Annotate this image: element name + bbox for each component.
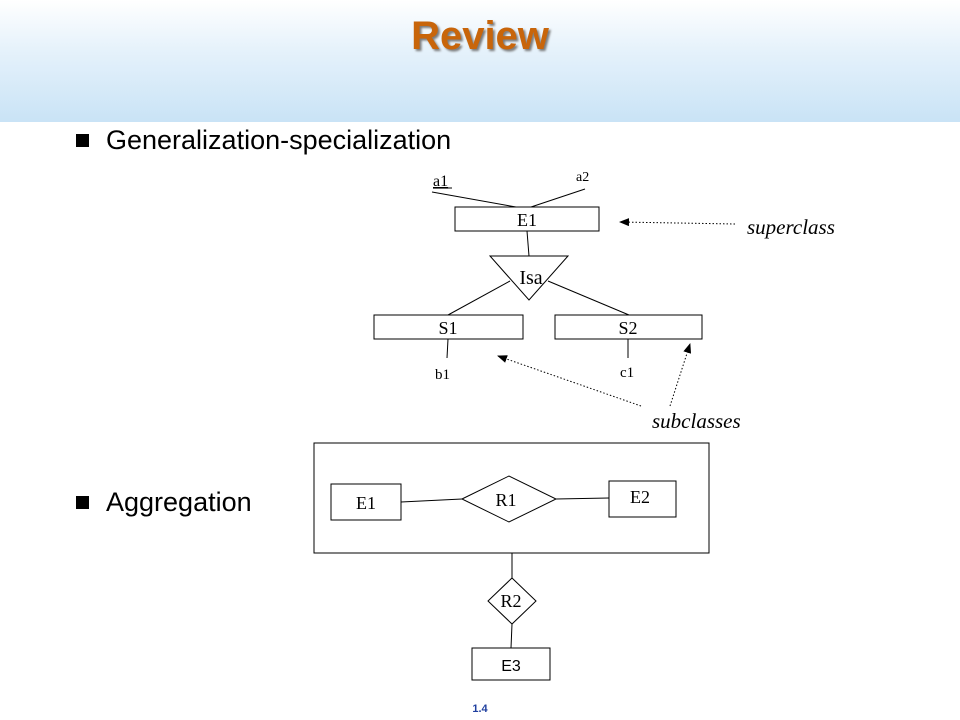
aggregation-entity-e2-label: E2: [630, 487, 650, 507]
subclasses-arrow-right: [669, 343, 692, 407]
e1-r1-link: [400, 498, 463, 503]
superclass-annotation: superclass: [747, 215, 835, 239]
attr-b1: b1: [435, 367, 450, 383]
attr-a1: a1: [433, 173, 448, 190]
slide-number: 1.4: [472, 703, 488, 715]
relationship-r2-label: R2: [500, 591, 521, 611]
bullet-aggregation-text: Aggregation: [106, 487, 252, 517]
bullet-square-icon: [76, 134, 89, 147]
r2-e3-link: [510, 623, 513, 649]
aggregation-entity-e1-box: [330, 483, 402, 521]
attr-a2: a2: [576, 170, 589, 185]
attr-a1-link: [431, 191, 517, 208]
relationship-r1-label: R1: [495, 490, 516, 510]
isa-s1-link: [447, 280, 511, 316]
isa-s2-link: [547, 280, 630, 316]
attr-c1: c1: [620, 365, 634, 381]
subclass-entity-s1-box: [373, 314, 524, 340]
subclass-entity-s2-box: [554, 314, 703, 340]
superclass-isa-link: [526, 230, 530, 257]
attr-b1-link: [446, 338, 449, 359]
aggregation-entity-e2-box: [608, 480, 677, 518]
subclass-entity-s1-label: S1: [438, 318, 457, 338]
subclasses-annotation: subclasses: [652, 409, 741, 433]
bullet-square-icon: [76, 496, 89, 509]
superclass-entity-box: [454, 206, 600, 232]
bullet-generalization: Generalization-specialization: [76, 125, 451, 156]
slide-title: Review: [411, 14, 549, 58]
isa-label: Isa: [519, 267, 542, 289]
isa-triangle: [488, 255, 570, 301]
superclass-arrow: [619, 218, 736, 227]
aggregation-entity-e1-label: E1: [356, 493, 376, 513]
r1-e2-link: [555, 497, 610, 500]
attr-a2-link: [530, 188, 586, 208]
superclass-entity-label: E1: [517, 210, 537, 230]
entity-e3-box: [471, 647, 551, 681]
entity-e3-label: E3: [501, 658, 521, 675]
subclasses-arrow-left: [497, 355, 642, 407]
bullet-generalization-text: Generalization-specialization: [106, 125, 452, 155]
bullet-aggregation: Aggregation: [76, 487, 252, 518]
subclass-entity-s2-label: S2: [618, 318, 637, 338]
title-band: [0, 0, 960, 122]
